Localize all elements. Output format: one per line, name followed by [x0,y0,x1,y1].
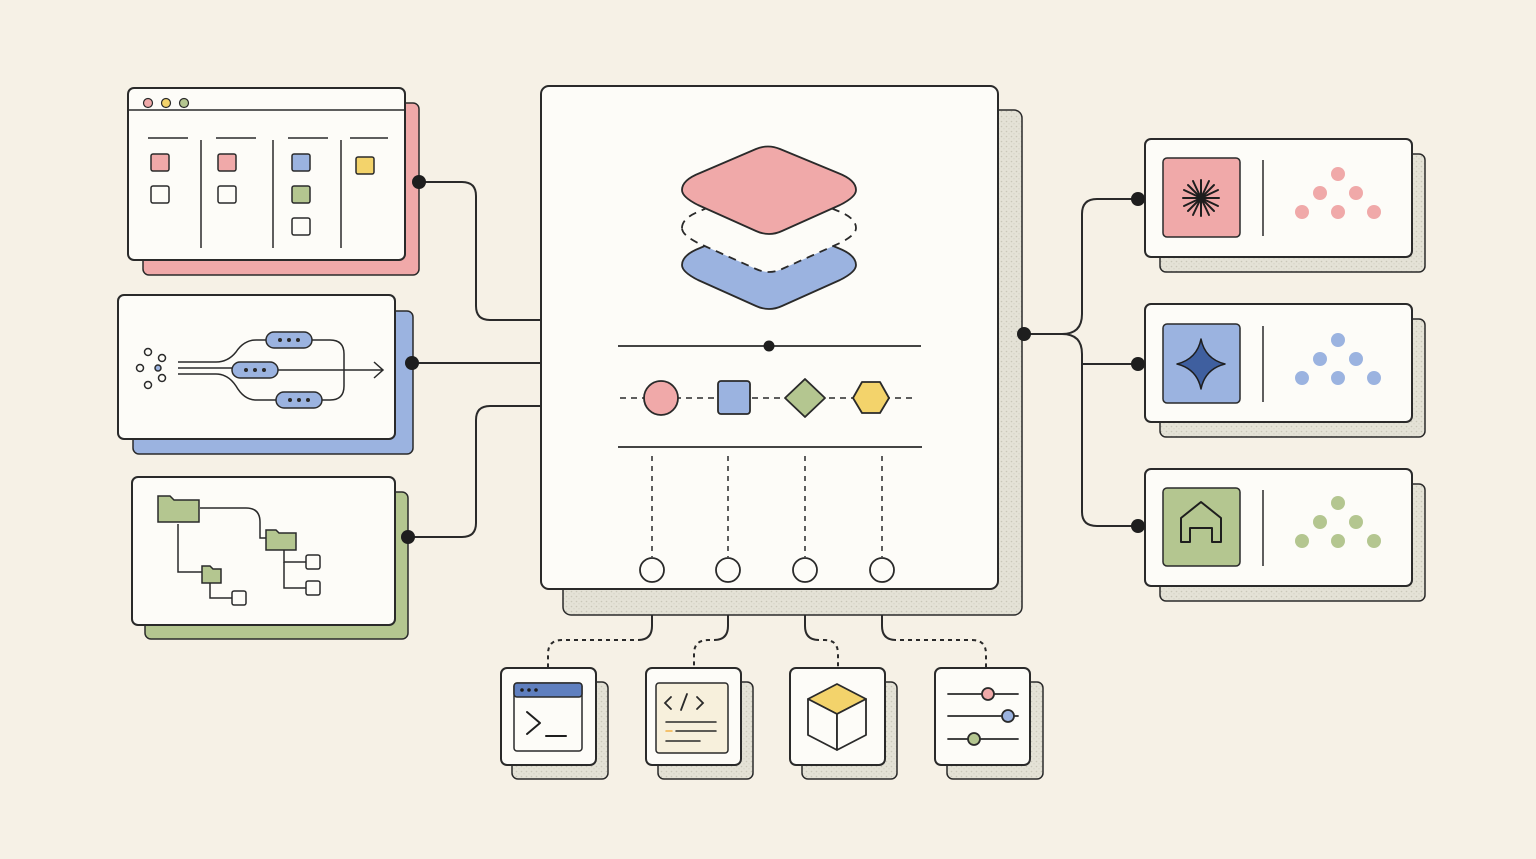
asterisk-burst-icon [1182,179,1220,217]
output-port [639,557,665,583]
code-document-icon [655,682,729,754]
sliders-icon [947,687,1019,746]
output-port [715,557,741,583]
square-shape-icon [717,380,751,415]
cube-tile[interactable] [789,667,898,780]
output-port [869,557,895,583]
sliders-tile[interactable] [934,667,1044,780]
home-card[interactable] [1131,468,1426,602]
connector-node [412,175,426,189]
dot-cluster-icon [1295,333,1381,385]
connector-node [1017,327,1031,341]
code-tile[interactable] [645,667,754,780]
dot-cluster-icon [1295,167,1381,219]
dot-cluster-icon [1295,496,1381,548]
output-port [792,557,818,583]
diamond-shape-icon [784,378,826,418]
terminal-tile[interactable] [500,667,609,780]
connector-node [405,356,419,370]
pipeline-flow-panel[interactable] [117,294,419,455]
shape-sequence [620,378,915,418]
spark-card[interactable] [1131,138,1426,273]
window-dots-icon [142,97,190,109]
connector-node [1131,357,1145,371]
folder-tree-icon [157,495,321,606]
star-card[interactable] [1131,303,1426,438]
bottom-dashed-links [546,638,988,668]
connector-node [1131,192,1145,206]
layer-stack-icon [681,145,857,310]
terminal-icon [513,682,583,752]
hexagon-shape-icon [852,381,890,414]
hub-divider-top [618,340,921,352]
kanban-board-icon [148,137,388,248]
circle-shape-icon [643,380,679,416]
four-point-star-icon [1176,338,1226,390]
central-hub-panel[interactable] [540,85,1031,616]
connector-node [401,530,415,544]
pipeline-flow-icon [135,331,385,409]
connector-node [1131,519,1145,533]
cube-icon [807,683,867,751]
kanban-board-panel[interactable] [127,87,426,276]
house-icon [1180,501,1222,543]
folder-tree-panel[interactable] [131,476,415,640]
output-ports [639,456,895,583]
